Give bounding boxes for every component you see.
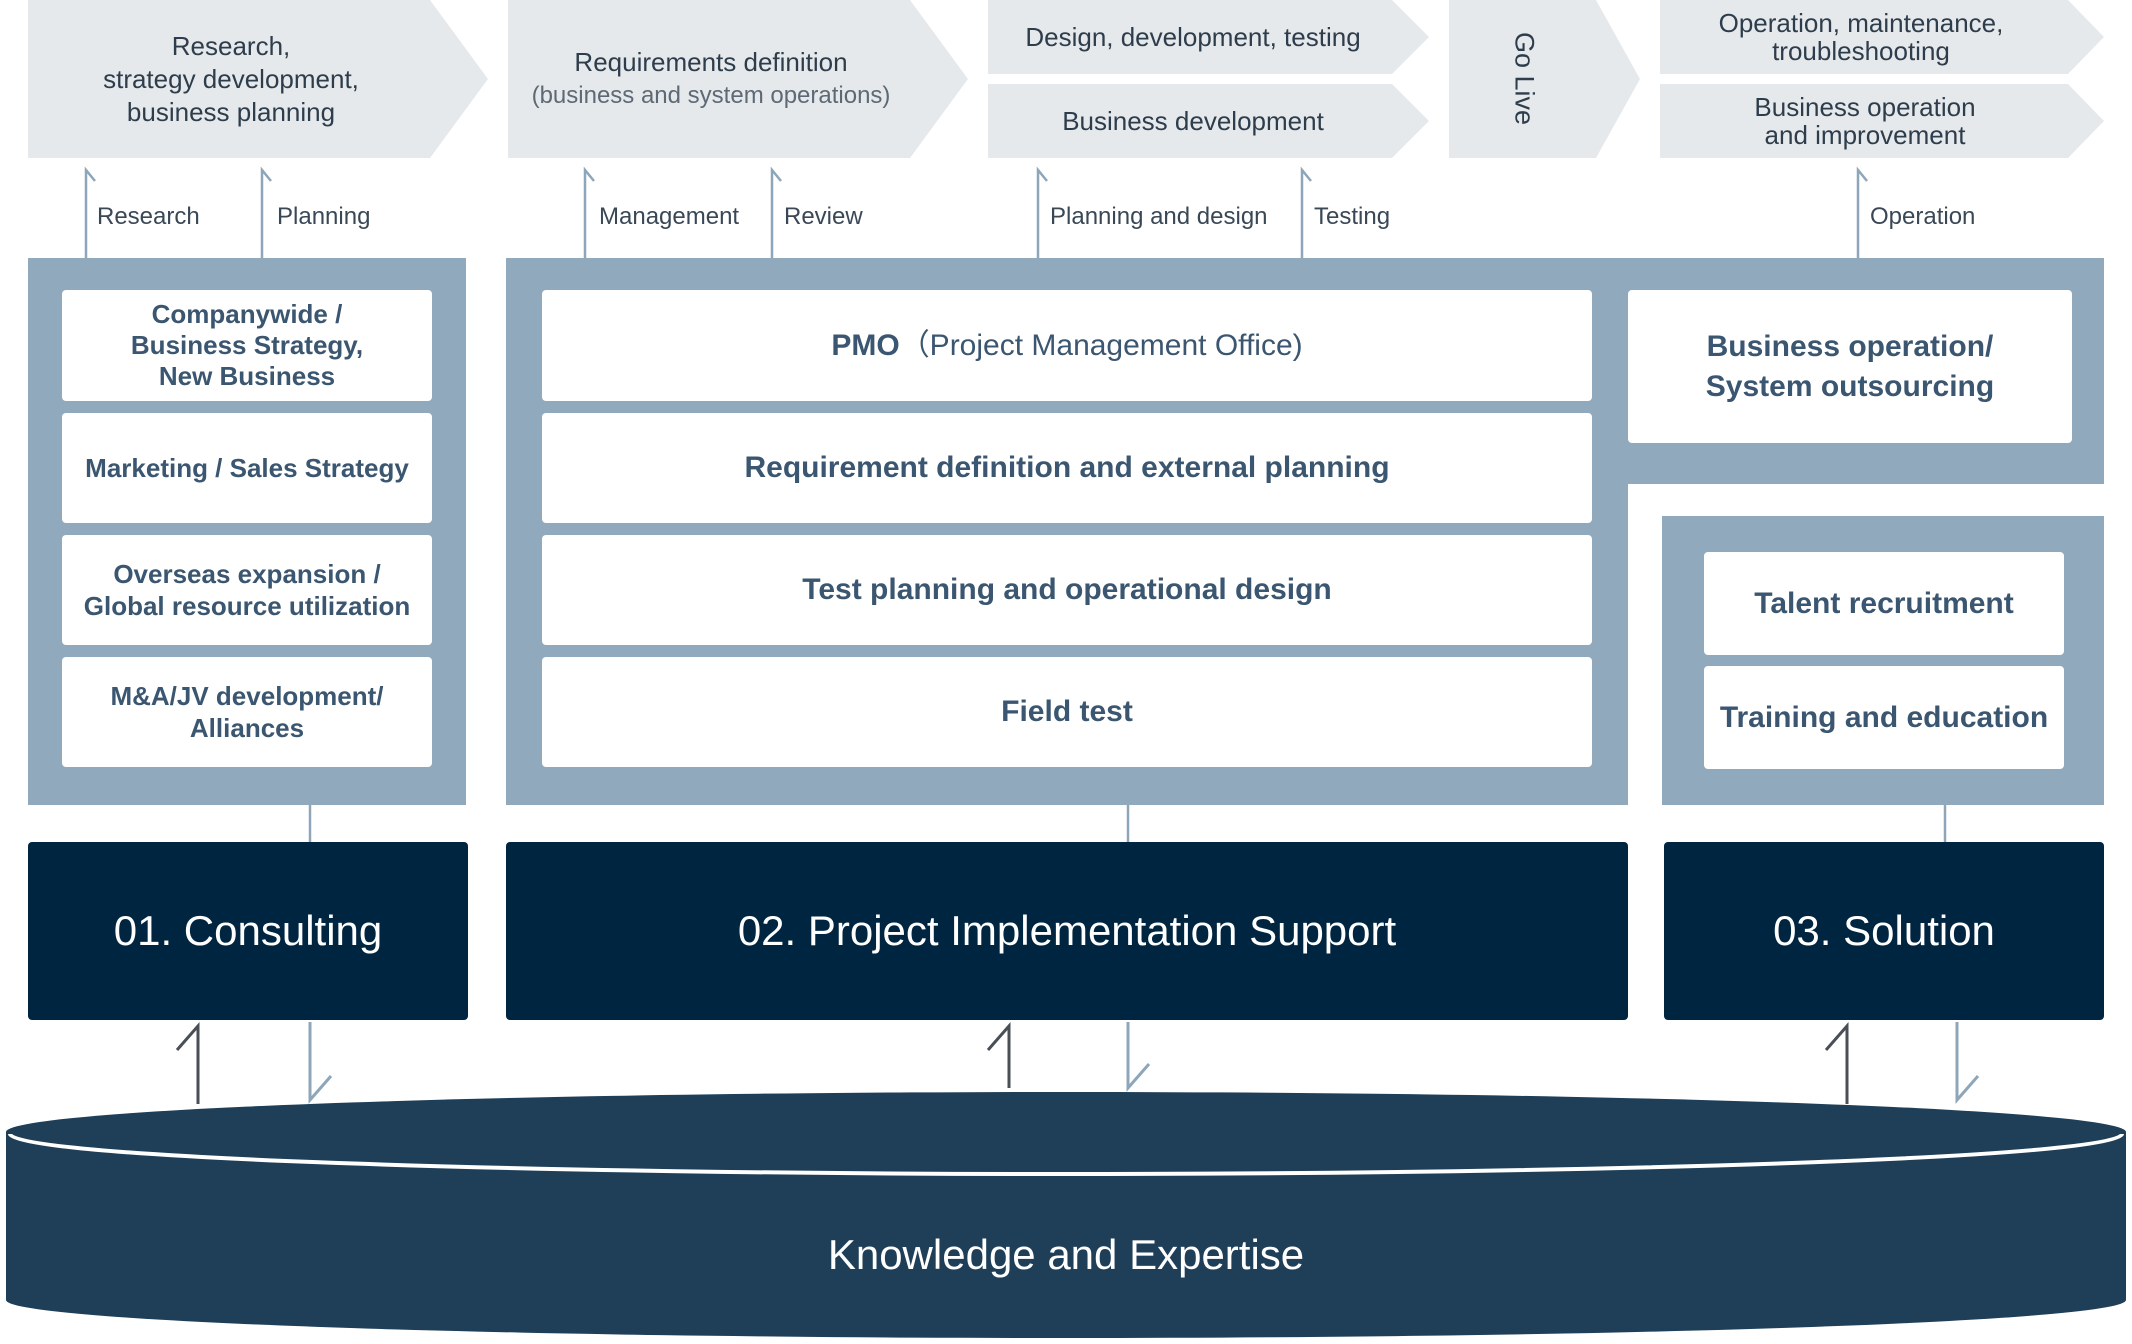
up-arrow-solution xyxy=(1824,1022,1849,1104)
database-body xyxy=(6,1132,2126,1338)
phase-requirements-subtitle: (business and system operations) xyxy=(531,82,891,109)
outsourcing-card: Business operation/ System outsourcing xyxy=(1628,290,2072,443)
solution-card-talent: Talent recruitment xyxy=(1704,552,2064,655)
connector-management-arrow xyxy=(583,166,595,258)
connector-label-planning: Planning xyxy=(277,203,371,230)
consulting-card-marketing: Marketing / Sales Strategy xyxy=(62,413,432,523)
golive-label: Go Live xyxy=(1509,32,1540,126)
chevron-operation xyxy=(1660,0,2104,74)
connector-label-management: Management xyxy=(599,203,740,230)
service-solution: 03. Solution xyxy=(1664,842,2104,1020)
chevron-business-operation xyxy=(1660,84,2104,158)
connector-label-planning-design: Planning and design xyxy=(1050,203,1268,230)
connector-planning-arrow xyxy=(260,166,272,258)
connector-operation-arrow xyxy=(1856,166,1868,258)
service-consulting: 01. Consulting xyxy=(28,842,468,1020)
phase-research: Research, strategy development, business… xyxy=(103,30,359,127)
connector-label-operation: Operation xyxy=(1870,203,1976,230)
down-arrow-solution xyxy=(1955,1022,1980,1104)
phase-business-operation: Business operation and improvement xyxy=(1754,92,1976,150)
consulting-card-overseas: Overseas expansion / Global resource uti… xyxy=(62,535,432,645)
project-card-field-test: Field test xyxy=(542,657,1592,767)
consulting-card-strategy: Companywide / Business Strategy, New Bus… xyxy=(62,290,432,401)
down-arrow-project xyxy=(1126,1022,1151,1092)
pmo-full-name: （Project Management Office) xyxy=(899,328,1303,362)
chevron-design xyxy=(988,0,1429,74)
chevron-golive xyxy=(1449,0,1640,158)
phase-business-dev: Business development xyxy=(1062,105,1324,136)
knowledge-arrows xyxy=(175,1022,1980,1104)
project-card-requirements: Requirement definition and external plan… xyxy=(542,413,1592,523)
solution-card-training: Training and education xyxy=(1704,666,2064,769)
consulting-card-alliances: M&A/JV development/ Alliances xyxy=(62,657,432,767)
phase-requirements: Requirements definition (business and sy… xyxy=(508,0,914,158)
up-arrow-consulting xyxy=(175,1022,200,1104)
phase-design: Design, development, testing xyxy=(1025,21,1361,52)
down-arrow-consulting xyxy=(308,1022,333,1104)
phase-chevrons xyxy=(28,0,2104,158)
phase-golive: Go Live xyxy=(1449,0,1599,158)
project-card-test-planning: Test planning and operational design xyxy=(542,535,1592,645)
connector-research-arrow xyxy=(84,166,96,258)
phase-requirements-title: Requirements definition xyxy=(574,47,848,77)
knowledge-database xyxy=(6,1092,2126,1338)
pmo-abbrev: PMO xyxy=(831,328,900,362)
chevron-research xyxy=(28,0,488,158)
panel-service-links xyxy=(308,805,1947,842)
database-top xyxy=(6,1092,2126,1172)
knowledge-label: Knowledge and Expertise xyxy=(827,1231,1305,1278)
phase-connectors xyxy=(84,166,1868,258)
database-rim xyxy=(8,1133,2124,1176)
project-card-pmo: PMO（Project Management Office) xyxy=(542,290,1592,401)
service-project-implementation: 02. Project Implementation Support xyxy=(506,842,1628,1020)
connector-review-arrow xyxy=(770,166,782,258)
chevron-business-dev xyxy=(988,84,1429,158)
connector-label-testing: Testing xyxy=(1314,203,1391,230)
up-arrow-project xyxy=(986,1022,1011,1088)
connector-planning-design-arrow xyxy=(1036,166,1048,258)
connector-testing-arrow xyxy=(1300,166,1312,258)
connector-label-research: Research xyxy=(97,203,200,230)
phase-operation: Operation, maintenance, troubleshooting xyxy=(1718,8,2004,66)
connector-label-review: Review xyxy=(784,203,863,230)
chevron-requirements xyxy=(508,0,968,158)
